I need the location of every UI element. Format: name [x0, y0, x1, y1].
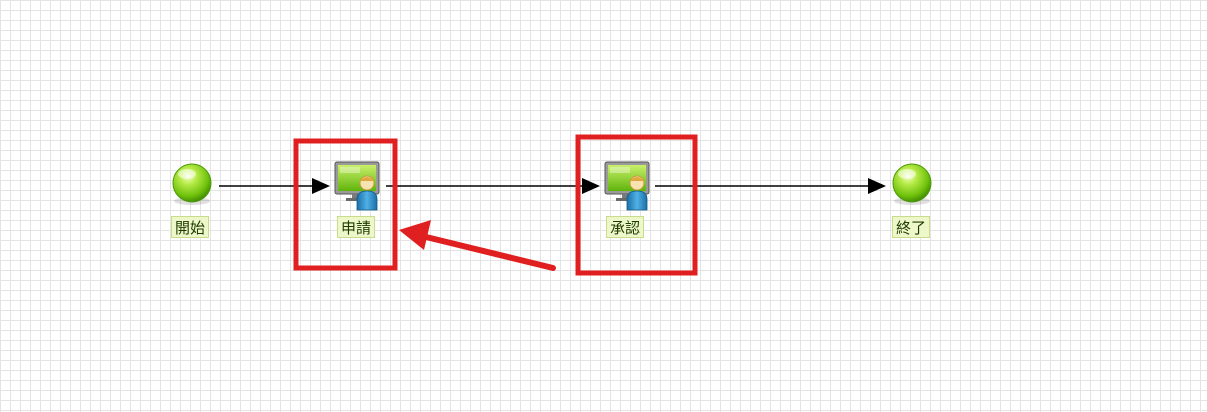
user-task-approve-icon[interactable] — [604, 161, 650, 211]
highlight-box-approve — [575, 134, 698, 276]
flow-connector-apply-approve[interactable] — [386, 178, 600, 194]
end-event-node[interactable] — [892, 163, 932, 205]
flow-connector-approve-end[interactable] — [655, 178, 886, 194]
annotation-arrow — [399, 220, 556, 271]
highlight-box-apply — [293, 138, 398, 271]
user-task-apply-icon[interactable] — [334, 161, 380, 211]
user-task-apply-label: 申請 — [337, 216, 376, 238]
start-event-label: 開始 — [171, 216, 210, 238]
start-event-node[interactable] — [172, 163, 212, 205]
flow-connector-start-apply[interactable] — [219, 178, 330, 194]
end-event-label: 終了 — [892, 216, 931, 238]
user-task-approve-label: 承認 — [606, 216, 645, 238]
